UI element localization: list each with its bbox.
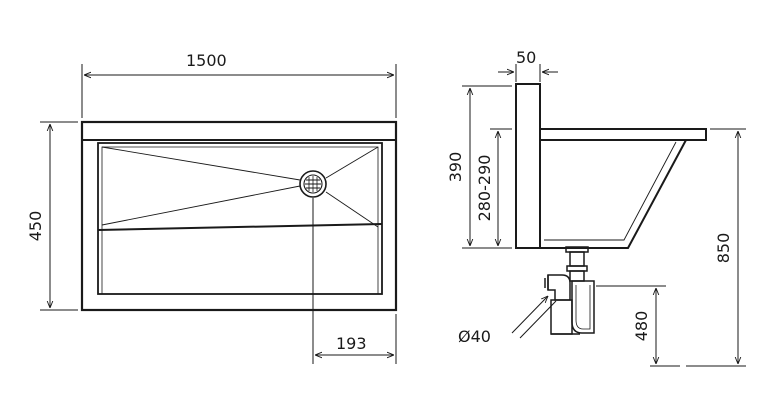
dim-backsplash-height-label: 390 bbox=[446, 152, 465, 183]
slope-line-top bbox=[101, 146, 301, 181]
slope-line-right-top bbox=[325, 146, 379, 179]
dim-mounting-height bbox=[686, 128, 746, 367]
dim-mounting-height-label: 850 bbox=[714, 233, 733, 264]
siphon-trap bbox=[544, 246, 595, 335]
dim-width bbox=[81, 64, 397, 118]
dim-backsplash-height bbox=[462, 85, 512, 249]
basin-outline bbox=[97, 142, 383, 295]
dim-drain-height-label: 480 bbox=[632, 311, 651, 342]
dim-height bbox=[40, 121, 78, 311]
dim-drain-offset bbox=[312, 198, 397, 364]
dim-drain-diameter-label: Ø40 bbox=[458, 327, 491, 346]
dim-backsplash-thickness-label: 50 bbox=[516, 48, 536, 67]
dim-drain-offset-label: 193 bbox=[336, 334, 367, 353]
dim-backsplash-thickness bbox=[498, 64, 558, 82]
slope-line-right-bottom bbox=[325, 191, 379, 228]
front-view bbox=[40, 64, 398, 364]
drain-icon bbox=[299, 170, 327, 198]
dim-drain-height bbox=[596, 285, 680, 367]
basin-fold-line bbox=[97, 223, 383, 231]
slope-line-bottom bbox=[101, 185, 301, 226]
side-view bbox=[462, 64, 746, 367]
dim-drain-diameter-leader bbox=[511, 296, 557, 339]
basin-body bbox=[539, 139, 687, 249]
top-ledge bbox=[540, 128, 707, 141]
backsplash bbox=[515, 83, 541, 249]
dim-width-label: 1500 bbox=[186, 51, 227, 70]
basin-inner-wall bbox=[544, 141, 677, 241]
basin-inner-rim bbox=[101, 146, 379, 294]
dim-basin-depth bbox=[490, 128, 512, 246]
dim-height-label: 450 bbox=[26, 211, 45, 242]
sink-outline bbox=[80, 120, 398, 312]
dim-basin-depth-label: 280-290 bbox=[475, 155, 494, 222]
